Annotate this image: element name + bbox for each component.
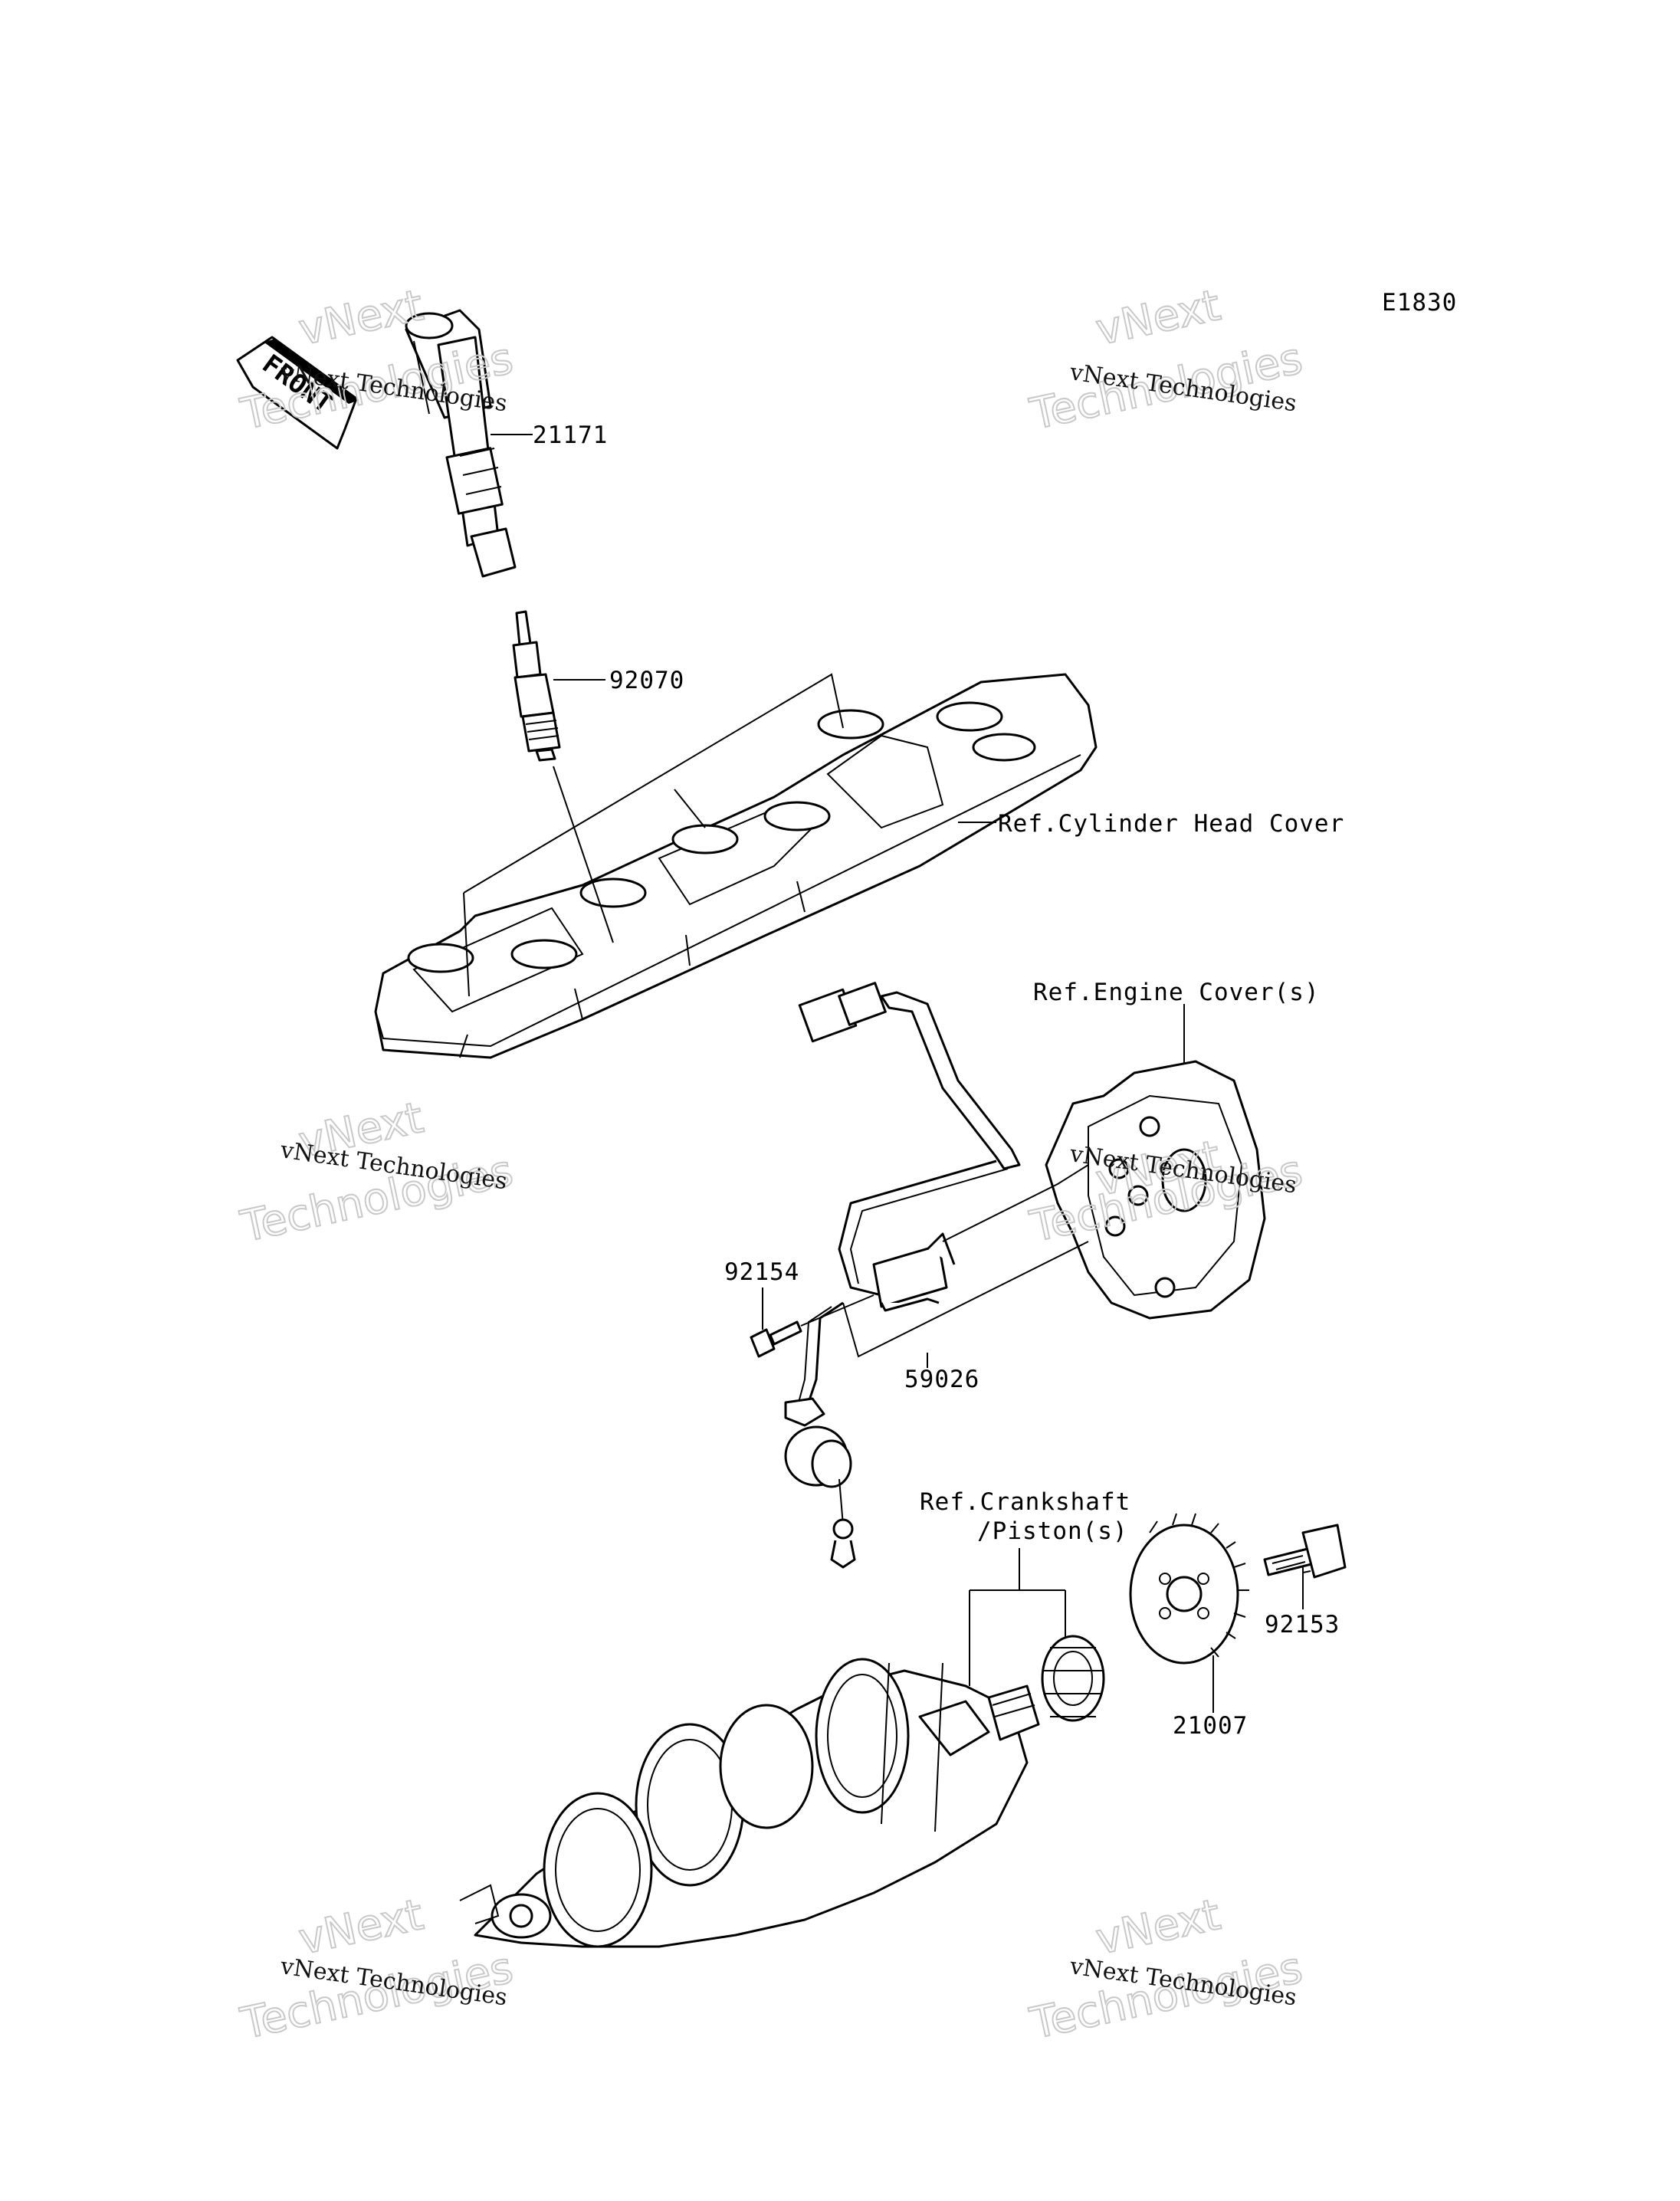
svg-text:vNext: vNext — [1091, 280, 1225, 356]
crankshaft — [459, 1658, 1040, 1948]
ref-crankshaft-line1[interactable]: Ref.Crankshaft — [920, 1488, 1130, 1516]
bolt-pickup[interactable] — [750, 1320, 802, 1358]
watermark-bottom-right: vNext Technologies vNext Technologies — [1025, 1889, 1307, 2050]
watermark-mid-left: vNext Technologies vNext Technologies — [235, 1092, 517, 1253]
part-number-ignition-coil[interactable]: 21171 — [533, 422, 608, 449]
pickup-coil[interactable] — [784, 982, 1021, 1569]
ref-cylinder-head-cover[interactable]: Ref.Cylinder Head Cover — [998, 810, 1344, 838]
ref-crankshaft-line2[interactable]: /Piston(s) — [977, 1517, 1128, 1545]
spark-plug[interactable] — [512, 610, 561, 762]
ref-engine-cover[interactable]: Ref.Engine Cover(s) — [1033, 979, 1320, 1006]
watermark-bottom-left: vNext Technologies vNext Technologies — [235, 1889, 517, 2050]
ignition-coil[interactable] — [405, 309, 517, 578]
crank-gear — [1041, 1635, 1105, 1722]
svg-text:vNext: vNext — [294, 1890, 428, 1965]
timing-rotor[interactable] — [1129, 1513, 1249, 1665]
part-number-timing-rotor[interactable]: 21007 — [1173, 1712, 1248, 1740]
part-number-spark-plug[interactable]: 92070 — [609, 667, 684, 694]
cylinder-head-cover — [374, 673, 1098, 1059]
watermark-top-right: vNext Technologies vNext Technologies — [1025, 280, 1307, 441]
bolt-rotor[interactable] — [1263, 1524, 1347, 1579]
part-number-bolt-pickup[interactable]: 92154 — [724, 1258, 799, 1286]
part-number-bolt-rotor[interactable]: 92153 — [1265, 1611, 1340, 1638]
diagram-code: E1830 — [1382, 289, 1457, 317]
svg-text:vNext: vNext — [1091, 1890, 1225, 1965]
svg-text:vNext: vNext — [294, 280, 428, 356]
engine-cover — [1045, 1060, 1266, 1320]
part-number-pickup-coil[interactable]: 59026 — [904, 1366, 979, 1393]
